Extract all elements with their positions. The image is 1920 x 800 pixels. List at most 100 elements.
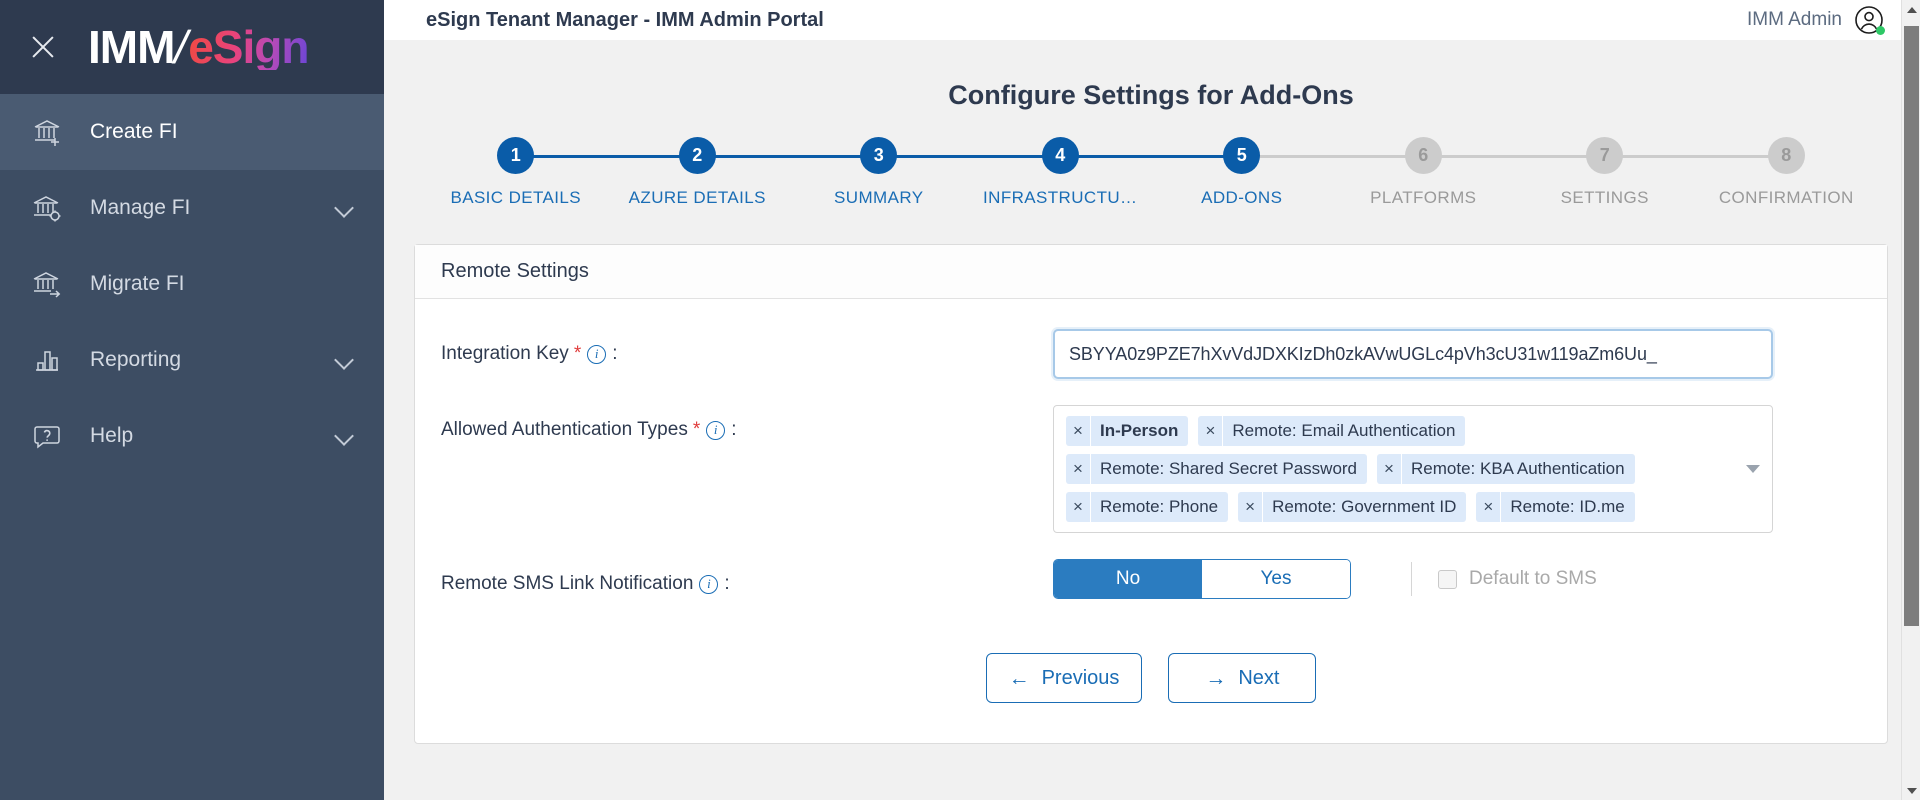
step-number: 4: [1041, 137, 1079, 174]
chip-remove-icon[interactable]: ×: [1198, 416, 1224, 446]
user-name: IMM Admin: [1746, 9, 1842, 30]
chevron-down-icon[interactable]: [1746, 465, 1760, 473]
step-basic-details[interactable]: 1 BASIC DETAILS: [425, 137, 607, 208]
auth-types-label: Allowed Authentication Types: [441, 419, 688, 440]
info-icon[interactable]: i: [587, 344, 607, 364]
step-settings[interactable]: 7 SETTINGS: [1514, 137, 1696, 208]
auth-types-label-group: Allowed Authentication Types * i :: [441, 405, 1053, 441]
vertical-scrollbar[interactable]: [1901, 0, 1920, 800]
step-label: SETTINGS: [1560, 188, 1649, 207]
chip-remote-email-authentication[interactable]: × Remote: Email Authentication: [1198, 416, 1466, 446]
chip-in-person[interactable]: × In-Person: [1066, 416, 1189, 446]
label-colon: :: [731, 419, 737, 440]
chip-remove-icon[interactable]: ×: [1066, 454, 1091, 484]
step-platforms[interactable]: 6 PLATFORMS: [1332, 137, 1514, 208]
scroll-down-arrow-icon[interactable]: [1902, 781, 1920, 800]
next-button[interactable]: → Next: [1168, 653, 1317, 703]
info-icon[interactable]: i: [706, 420, 726, 440]
question-bubble-icon: [24, 420, 70, 452]
step-summary[interactable]: 3 SUMMARY: [788, 137, 970, 208]
sidebar-item-create-fi[interactable]: Create FI: [0, 94, 384, 170]
step-add-ons[interactable]: 5 ADD-ONS: [1151, 137, 1333, 208]
status-dot: [1876, 26, 1885, 35]
logo-text-imm: IMM: [88, 21, 175, 73]
integration-key-input[interactable]: SBYYA0z9PZE7hXvVdJDXKIzDh0zkAVwUGLc4pVh3…: [1053, 329, 1773, 379]
next-button-label: Next: [1238, 666, 1280, 689]
remote-settings-card: Remote Settings Integration Key * i : SB…: [414, 244, 1888, 744]
step-confirmation[interactable]: 8 CONFIRMATION: [1695, 137, 1878, 208]
chevron-down-icon[interactable]: [334, 349, 356, 371]
default-to-sms-checkbox[interactable]: [1438, 569, 1457, 589]
default-to-sms-row[interactable]: Default to SMS: [1438, 568, 1597, 590]
scrollbar-thumb[interactable]: [1904, 26, 1919, 626]
step-connector-left: [969, 155, 1061, 158]
chip-label: In-Person: [1100, 421, 1179, 440]
sidebar-header: IMM/eSign: [0, 0, 384, 94]
sms-toggle-group[interactable]: No Yes: [1053, 559, 1351, 599]
field-row-integration-key: Integration Key * i : SBYYA0z9PZE7hXvVdJ…: [441, 329, 1861, 379]
step-infrastructure[interactable]: 4 INFRASTRUCTU…: [969, 137, 1151, 208]
step-label: PLATFORMS: [1370, 188, 1477, 207]
required-asterisk: *: [573, 343, 582, 364]
sidebar: IMM/eSign Create FI: [0, 0, 384, 800]
chevron-down-icon[interactable]: [334, 197, 356, 219]
default-to-sms-label: Default to SMS: [1469, 568, 1597, 589]
card-body: Integration Key * i : SBYYA0z9PZE7hXvVdJ…: [415, 299, 1887, 743]
required-asterisk: *: [692, 419, 701, 440]
integration-key-label-group: Integration Key * i :: [441, 329, 1053, 365]
previous-button-label: Previous: [1041, 666, 1120, 689]
chip-label: Remote: ID.me: [1510, 497, 1625, 516]
wizard-stepper: 1 BASIC DETAILS 2 AZURE DETAILS 3 SUMMAR…: [425, 137, 1877, 208]
sidebar-item-migrate-fi[interactable]: Migrate FI: [0, 246, 384, 322]
bank-arrow-icon: [24, 268, 70, 300]
chip-label: Remote: Shared Secret Password: [1100, 459, 1358, 478]
step-number: 1: [497, 137, 535, 174]
scroll-up-arrow-icon[interactable]: [1902, 0, 1920, 19]
step-connector-left: [1151, 155, 1242, 158]
topbar-user-area[interactable]: IMM Admin: [1747, 5, 1920, 35]
chip-remote-id-me[interactable]: × Remote: ID.me: [1476, 492, 1635, 522]
step-number: 2: [678, 137, 716, 174]
previous-button[interactable]: ← Previous: [985, 653, 1143, 703]
sidebar-item-reporting[interactable]: Reporting: [0, 322, 384, 398]
step-label: ADD-ONS: [1201, 188, 1283, 207]
label-colon: :: [612, 343, 618, 364]
arrow-right-icon: →: [1205, 666, 1227, 690]
chip-remove-icon[interactable]: ×: [1066, 492, 1091, 522]
chip-remote-kba-authentication[interactable]: × Remote: KBA Authentication: [1377, 454, 1635, 484]
page-header-title: eSign Tenant Manager - IMM Admin Portal: [426, 8, 824, 31]
step-connector-left: [1695, 155, 1787, 158]
chip-remove-icon[interactable]: ×: [1238, 492, 1264, 522]
sidebar-item-label: Migrate FI: [90, 272, 185, 295]
sidebar-item-label: Create FI: [90, 120, 178, 143]
bank-plus-icon: [24, 116, 70, 148]
sidebar-item-label: Reporting: [90, 348, 182, 371]
step-connector-right: [1604, 155, 1696, 158]
main-area: eSign Tenant Manager - IMM Admin Portal …: [384, 0, 1920, 800]
sms-toggle-no[interactable]: No: [1054, 560, 1202, 598]
sms-control: No Yes Default to SMS: [1053, 559, 1861, 599]
close-icon[interactable]: [26, 30, 60, 64]
chip-remove-icon[interactable]: ×: [1476, 492, 1502, 522]
topbar: eSign Tenant Manager - IMM Admin Portal …: [384, 0, 1920, 40]
chip-remote-shared-secret-password[interactable]: × Remote: Shared Secret Password: [1066, 454, 1368, 484]
chevron-down-icon[interactable]: [334, 425, 356, 447]
step-connector-right: [878, 155, 970, 158]
auth-types-multiselect[interactable]: × In-Person × Remote: Email Authenticati…: [1053, 405, 1773, 533]
content-area: Configure Settings for Add-Ons 1 BASIC D…: [384, 40, 1920, 800]
sidebar-item-help[interactable]: Help: [0, 398, 384, 474]
chip-remove-icon[interactable]: ×: [1066, 416, 1091, 446]
step-label: AZURE DETAILS: [628, 188, 766, 207]
user-avatar-icon[interactable]: [1854, 5, 1885, 35]
chip-remove-icon[interactable]: ×: [1377, 454, 1403, 484]
info-icon[interactable]: i: [699, 574, 719, 594]
chip-remote-phone[interactable]: × Remote: Phone: [1066, 492, 1229, 522]
sidebar-item-label: Help: [90, 424, 134, 447]
sms-label: Remote SMS Link Notification: [441, 573, 694, 594]
sms-toggle-yes[interactable]: Yes: [1202, 560, 1350, 598]
step-number: 8: [1767, 137, 1805, 174]
step-azure-details[interactable]: 2 AZURE DETAILS: [606, 137, 788, 208]
sidebar-item-manage-fi[interactable]: Manage FI: [0, 170, 384, 246]
chip-remote-government-id[interactable]: × Remote: Government ID: [1238, 492, 1467, 522]
